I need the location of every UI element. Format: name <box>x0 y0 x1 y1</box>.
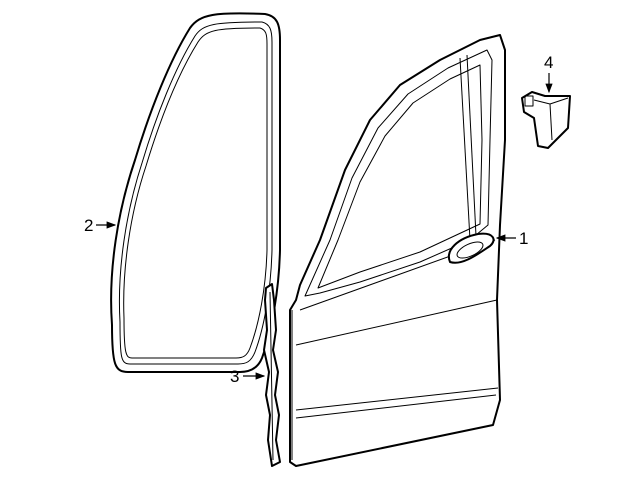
callout-3: 3 <box>230 367 266 386</box>
svg-text:4: 4 <box>544 53 553 72</box>
svg-text:1: 1 <box>519 229 528 248</box>
door-weatherstrip-seal <box>110 12 281 373</box>
front-door-shell <box>289 34 506 467</box>
callout-4: 4 <box>544 53 553 94</box>
svg-text:3: 3 <box>230 367 239 386</box>
door-bracket <box>521 91 571 149</box>
door-handle <box>447 232 495 264</box>
callout-2: 2 <box>84 216 117 235</box>
callout-1: 1 <box>495 229 528 248</box>
svg-text:2: 2 <box>84 216 93 235</box>
door-seal-strip <box>263 283 281 467</box>
